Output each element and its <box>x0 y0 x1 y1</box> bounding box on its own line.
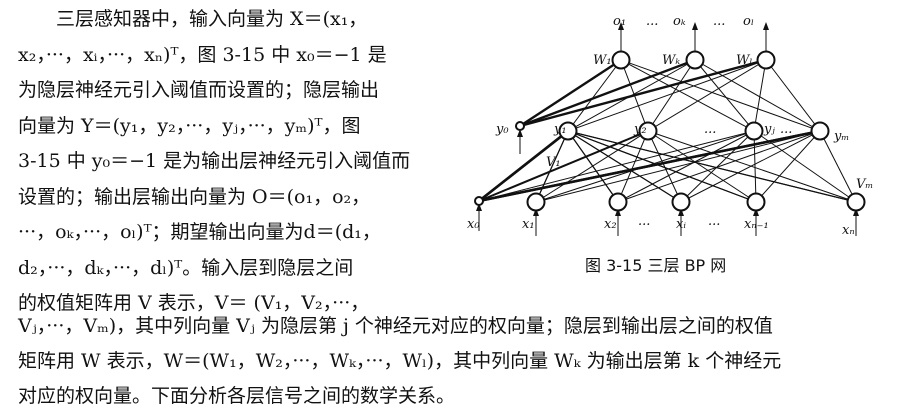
input-hidden-connection <box>755 130 821 203</box>
output-neuron <box>756 50 776 70</box>
weight-label: W₁ <box>593 53 612 68</box>
text-line: Vⱼ，···，Vₘ)，其中列向量 Vⱼ 为隐层第 j 个神经元对应的权向量；隐层… <box>18 315 773 337</box>
text-line: 三层感知器中，输入向量为 X＝(x₁， <box>56 8 368 30</box>
input-hidden-connection <box>617 130 649 203</box>
weight-label: Wₗ <box>736 53 753 68</box>
v1-connection <box>478 130 569 202</box>
hidden-label: y₂ <box>633 122 647 137</box>
input-bias-node <box>474 196 484 206</box>
hidden-neuron <box>744 121 764 141</box>
input-neuron <box>846 192 866 212</box>
hidden-output-connection <box>567 59 622 132</box>
input-neuron <box>746 192 766 212</box>
weight-label: Vₘ <box>856 177 873 192</box>
hidden-label: yₘ <box>833 129 849 144</box>
text-line: ···，oₖ，···，oₗ)ᵀ；期望输出向量为d＝(d₁， <box>18 221 381 243</box>
input-hidden-connection <box>617 130 755 203</box>
text-line: x₂，···，xᵢ，···，xₙ)ᵀ，图 3-15 中 x₀＝−1 是 <box>18 43 387 66</box>
hidden-label: y₁ <box>553 122 567 137</box>
output-neuron <box>685 50 705 70</box>
hidden-output-connection <box>620 59 649 132</box>
text-line: 3-15 中 y₀＝−1 是为输出层神经元引入阈值而 <box>18 150 411 172</box>
input-hidden-connection <box>617 130 821 203</box>
hidden-output-connection <box>519 58 696 128</box>
hidden-output-connection <box>567 59 767 132</box>
input-label: xₙ <box>842 223 855 238</box>
hidden-neuron <box>810 121 830 141</box>
hidden-neuron <box>558 121 578 141</box>
input-hidden-connection <box>647 130 757 203</box>
hidden-ellipsis: ... <box>704 122 716 137</box>
threshold-connection <box>478 130 649 202</box>
v1-connection <box>567 130 857 203</box>
output-ellipsis: ... <box>646 14 658 29</box>
v1-connection <box>567 130 757 203</box>
hidden-output-connection <box>694 59 755 132</box>
output-ellipsis: ... <box>713 14 725 29</box>
output-neuron <box>611 50 631 70</box>
text-line: 对应的权向量。下面分析各层信号之间的数学关系。 <box>18 385 456 407</box>
text-line: d₂，···，dₖ，···，dₗ)ᵀ。输入层到隐层之间 <box>18 256 354 279</box>
input-hidden-connection <box>753 130 857 203</box>
full-width-paragraph: Vⱼ，···，Vₘ)，其中列向量 Vⱼ 为隐层第 j 个神经元对应的权向量；隐层… <box>18 309 890 414</box>
input-label: x₂ <box>604 217 617 232</box>
weight-label: Wₖ <box>662 53 680 68</box>
hidden-ellipsis: ... <box>780 122 792 137</box>
hidden-output-connection <box>765 59 821 132</box>
input-hidden-connection <box>680 130 755 203</box>
vm-connection <box>478 129 821 203</box>
output-label: o₁ <box>613 14 626 29</box>
output-label: oₗ <box>743 14 754 29</box>
v1-connection <box>567 130 682 203</box>
hidden-output-connection <box>519 58 622 128</box>
hidden-output-connection <box>620 59 755 132</box>
hidden-neuron <box>638 121 658 141</box>
input-label: xᵢ <box>676 217 686 232</box>
v1-connection <box>567 130 619 203</box>
network-neurons <box>474 50 866 212</box>
input-hidden-connection <box>647 130 857 203</box>
hidden-output-connection <box>694 59 821 132</box>
hidden-output-connection <box>647 59 696 132</box>
text-line: 矩阵用 W 表示，W＝(W₁，W₂，···，Wₖ，···，Wₗ)，其中列向量 W… <box>18 350 782 372</box>
hidden-output-connection <box>620 59 821 132</box>
input-neuron <box>671 192 691 212</box>
weight-label: V₁ <box>546 155 561 170</box>
hidden-output-connection <box>753 59 767 132</box>
output-label: oₖ <box>673 14 686 29</box>
input-label: x₁ <box>522 217 535 232</box>
network-connections <box>476 22 859 236</box>
hidden-label: y₀ <box>495 122 509 137</box>
text-line: 设置的；输出层输出向量为 O＝(o₁，o₂， <box>18 185 371 208</box>
input-hidden-connection <box>535 130 649 203</box>
hidden-bias-node <box>515 121 525 131</box>
input-hidden-connection <box>478 130 755 202</box>
input-hidden-connection <box>647 130 682 203</box>
hidden-output-connection <box>647 59 767 132</box>
input-ellipsis: ... <box>638 214 650 229</box>
input-hidden-connection <box>535 130 821 203</box>
input-ellipsis: ... <box>708 214 720 229</box>
input-hidden-connection <box>753 130 757 203</box>
hidden-label: yⱼ <box>763 122 775 137</box>
figure-caption: 图 3-15 三层 BP 网 <box>585 256 727 275</box>
text-line: 向量为 Y＝(y₁，y₂，···，yⱼ，···，yₘ)ᵀ，图 <box>18 114 361 137</box>
text-line: 为隐层神经元引入阈值而设置的；隐层输出 <box>18 79 380 101</box>
v1-connection <box>535 130 569 203</box>
input-hidden-connection <box>819 130 857 203</box>
text-line: 的权值矩阵用 V 表示，V＝ (V₁，V₂，···， <box>18 292 370 314</box>
input-neuron <box>608 192 628 212</box>
hidden-output-connection <box>567 59 696 132</box>
input-label: x₀ <box>467 217 480 232</box>
left-paragraph: 三层感知器中，输入向量为 X＝(x₁， x₂，···，xᵢ，···，xₙ)ᵀ，图… <box>18 2 458 322</box>
input-neuron <box>526 192 546 212</box>
hidden-output-connection <box>519 58 767 128</box>
input-label: xₙ₋₁ <box>744 217 769 232</box>
